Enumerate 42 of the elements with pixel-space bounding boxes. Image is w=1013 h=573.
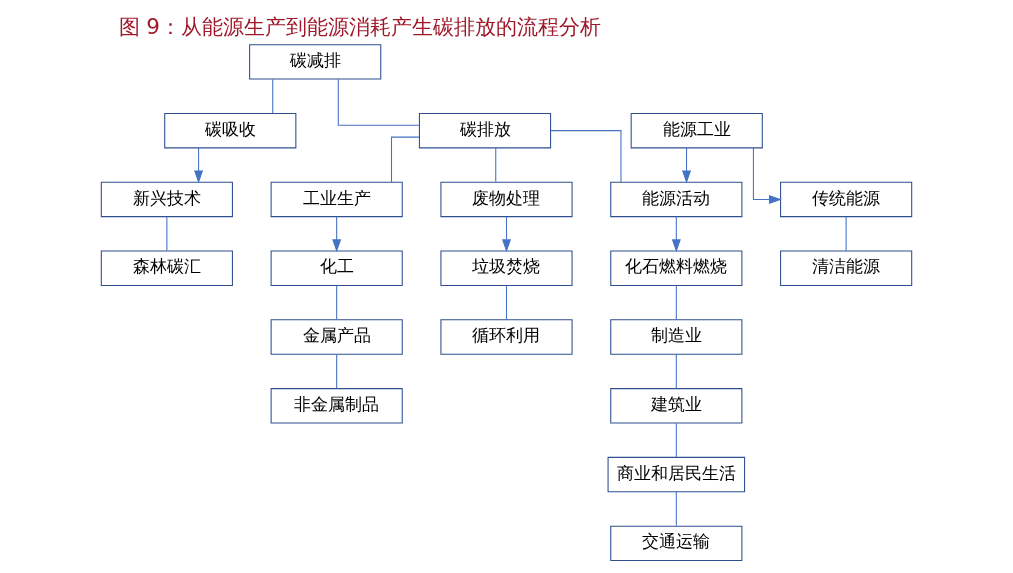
arrow xyxy=(671,216,681,253)
connector xyxy=(550,130,622,183)
node-box: 化石燃料燃烧 xyxy=(610,250,743,286)
arrow xyxy=(682,147,692,184)
node-box: 森林碳汇 xyxy=(100,250,233,286)
node-box: 传统能源 xyxy=(780,181,913,218)
node-box: 废物处理 xyxy=(440,181,573,218)
connector xyxy=(337,78,420,126)
node-box: 碳减排 xyxy=(249,44,382,80)
connector xyxy=(675,491,677,527)
node-box: 交通运输 xyxy=(610,525,743,562)
arrow xyxy=(332,216,342,253)
connector xyxy=(166,216,168,252)
arrow xyxy=(194,147,204,184)
node-box: 碳吸收 xyxy=(164,112,297,149)
connector xyxy=(336,353,338,389)
node-box: 碳排放 xyxy=(418,112,552,149)
node-box: 商业和居民生活 xyxy=(607,456,746,493)
connector xyxy=(336,285,338,320)
connector xyxy=(675,422,677,458)
node-box: 循环利用 xyxy=(440,319,573,355)
node-box: 能源工业 xyxy=(630,112,763,149)
node-box: 制造业 xyxy=(610,319,743,355)
node-box: 化工 xyxy=(270,250,403,286)
node-box: 工业生产 xyxy=(270,181,403,218)
connector xyxy=(390,136,420,183)
node-box: 能源活动 xyxy=(610,181,743,218)
connector xyxy=(495,147,497,183)
arrow xyxy=(502,216,511,253)
node-box: 新兴技术 xyxy=(100,181,233,218)
connector xyxy=(272,78,274,114)
connector xyxy=(675,353,677,389)
node-box: 金属产品 xyxy=(270,319,403,355)
arrow xyxy=(752,147,782,204)
node-box: 垃圾焚烧 xyxy=(440,250,573,286)
node-box: 非金属制品 xyxy=(270,388,403,424)
connector xyxy=(675,285,677,320)
diagram-title: 图 9：从能源生产到能源消耗产生碳排放的流程分析 xyxy=(118,13,602,39)
connector xyxy=(505,285,508,320)
node-box: 建筑业 xyxy=(610,388,743,424)
node-box: 清洁能源 xyxy=(780,250,913,286)
connector xyxy=(845,216,847,252)
